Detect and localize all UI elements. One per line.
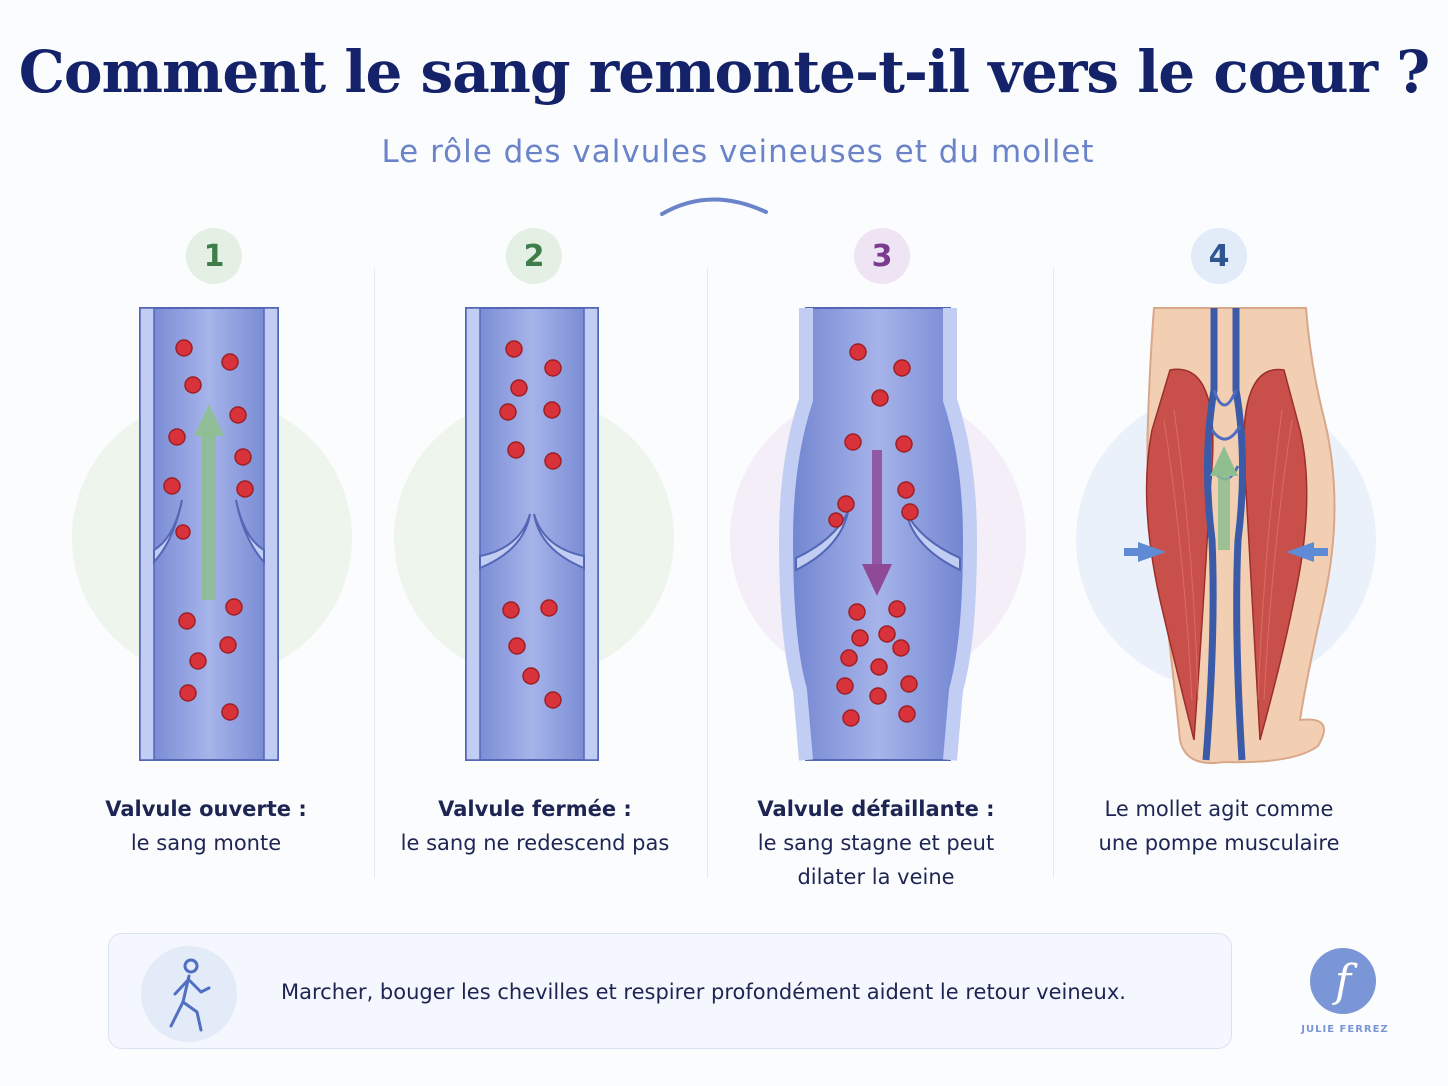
step-1-caption: Valvule ouverte : le sang monte	[70, 792, 342, 860]
column-divider	[1053, 268, 1054, 878]
calf-pump-illustration	[1076, 307, 1376, 764]
column-divider	[707, 268, 708, 878]
step-1-caption-title: Valvule ouverte :	[105, 797, 307, 821]
step-3-caption-line: dilater la veine	[797, 865, 955, 889]
brand-name: JULIE FERREZ	[1301, 1024, 1389, 1035]
failing-valve-illustration	[730, 307, 1026, 761]
step-4-caption-line: une pompe musculaire	[1098, 831, 1340, 855]
step-3-badge: 3	[854, 228, 910, 284]
column-divider	[374, 268, 375, 878]
step-2-caption: Valvule fermée : le sang ne redescend pa…	[380, 792, 690, 860]
step-2-caption-line: le sang ne redescend pas	[400, 831, 670, 855]
step-3-caption: Valvule défaillante : le sang stagne et …	[716, 792, 1036, 894]
step-4-caption-line: Le mollet agit comme	[1104, 797, 1334, 821]
step-2-caption-title: Valvule fermée :	[438, 797, 632, 821]
decorative-swoosh	[660, 197, 768, 216]
step-3-caption-line: le sang stagne et peut	[757, 831, 995, 855]
step-1-badge: 1	[186, 228, 242, 284]
page-title: Comment le sang remonte-t-il vers le cœu…	[18, 38, 1430, 106]
tip-box: Marcher, bouger les chevilles et respire…	[108, 933, 1232, 1049]
step-4-badge: 4	[1191, 228, 1247, 284]
tip-text: Marcher, bouger les chevilles et respire…	[281, 980, 1126, 1004]
step-1-caption-line: le sang monte	[130, 831, 282, 855]
step-2-badge: 2	[506, 228, 562, 284]
open-valve-illustration	[72, 307, 352, 761]
brand-logo: f	[1310, 948, 1376, 1014]
page-subtitle: Le rôle des valvules veineuses et du mol…	[381, 134, 1095, 170]
closed-valve-illustration	[394, 307, 674, 761]
step-3-caption-title: Valvule défaillante :	[757, 797, 995, 821]
step-4-caption: Le mollet agit comme une pompe musculair…	[1060, 792, 1378, 860]
walking-person-icon	[141, 946, 237, 1042]
